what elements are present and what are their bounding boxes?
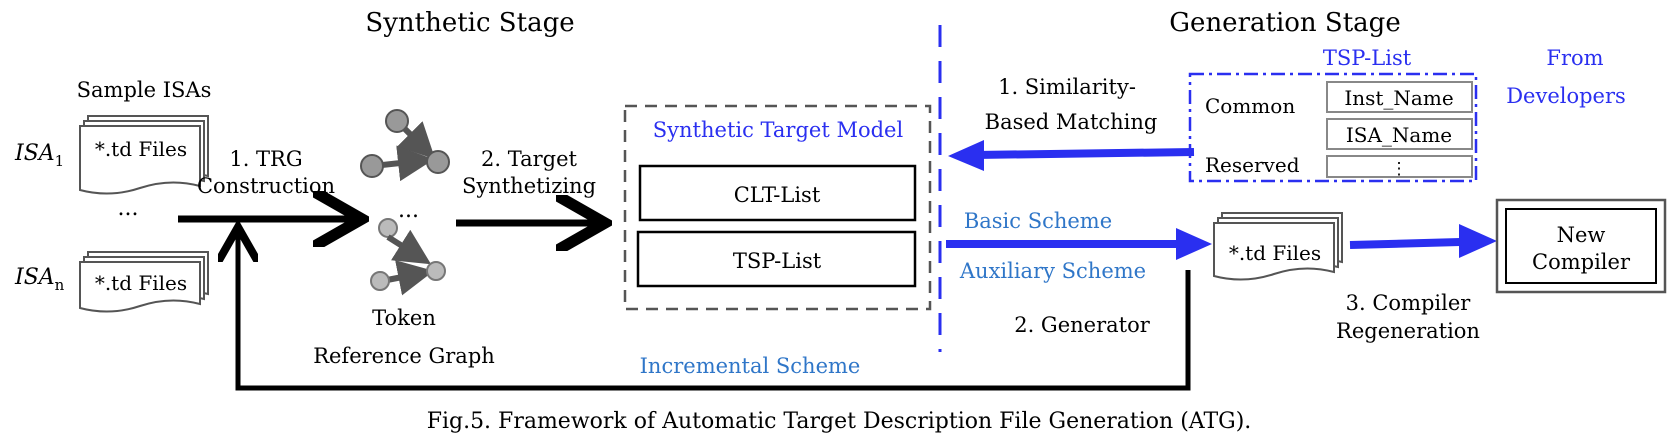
similarity-label-2: Based Matching — [985, 110, 1158, 134]
sample-isas-label: Sample ISAs — [77, 78, 212, 102]
incremental-loop-arrow — [238, 232, 1191, 391]
synthetic-stage-title: Synthetic Stage — [365, 8, 574, 38]
basic-scheme-label: Basic Scheme — [964, 209, 1112, 233]
tsp-list-label: TSP-List — [733, 249, 822, 273]
isa1-label: ISA1 — [14, 141, 64, 170]
incremental-scheme-label: Incremental Scheme — [640, 354, 861, 378]
clt-list-box — [638, 164, 917, 222]
synthetic-target-model-title: Synthetic Target Model — [653, 118, 904, 142]
isan-doc-stack — [79, 251, 209, 313]
new-compiler-inner — [1505, 208, 1657, 284]
isan-td-files: *.td Files — [95, 271, 187, 295]
auxiliary-scheme-label: Auxiliary Scheme — [959, 259, 1146, 283]
reserved-cell — [1326, 155, 1473, 178]
tsp-list-panel — [1188, 72, 1478, 183]
token-graph-label-2: Reference Graph — [313, 344, 495, 368]
token-graph-ellipsis: ... — [398, 198, 419, 223]
tsp-reserved-label: Reserved — [1205, 153, 1300, 177]
token-graph-bottom — [370, 229, 446, 296]
isa-name-cell — [1326, 118, 1473, 150]
regeneration-arrow — [1349, 224, 1497, 258]
trg-step-label-2: Construction — [197, 174, 335, 198]
similarity-label-1: 1. Similarity- — [998, 75, 1136, 99]
figure-caption: Fig.5. Framework of Automatic Target Des… — [427, 409, 1252, 434]
regeneration-label-2: Regeneration — [1336, 319, 1480, 343]
reserved-vdots: ⋮ — [1391, 159, 1408, 179]
generator-arrow — [946, 228, 1212, 260]
token-graph-top — [360, 109, 450, 182]
token-graph-mid-node — [378, 218, 398, 238]
new-compiler-outer — [1495, 198, 1667, 294]
generation-stage-title: Generation Stage — [1169, 8, 1400, 38]
target-step-label-1: 2. Target — [481, 147, 578, 171]
target-step-label-2: Synthetizing — [462, 174, 596, 198]
isa-ellipsis: ... — [118, 196, 139, 221]
generator-label: 2. Generator — [1014, 313, 1151, 337]
inst-name-text: Inst_Name — [1344, 86, 1453, 110]
token-graph-label-1: Token — [372, 306, 436, 330]
isa1-doc-stack — [79, 115, 209, 195]
similarity-arrow — [948, 140, 1195, 171]
output-td-files: *.td Files — [1229, 241, 1321, 265]
synthetic-target-model-box — [623, 104, 932, 311]
from-developers-line2: Developers — [1506, 84, 1626, 108]
isan-label: ISAn — [14, 265, 65, 294]
tsp-common-label: Common — [1205, 94, 1295, 118]
new-compiler-label-1: New — [1557, 223, 1606, 247]
isa-name-text: ISA_Name — [1346, 123, 1452, 147]
tsp-list-box — [636, 230, 917, 288]
inst-name-cell — [1326, 81, 1473, 113]
regeneration-label-1: 3. Compiler — [1346, 291, 1472, 315]
new-compiler-label-2: Compiler — [1532, 250, 1631, 274]
trg-step-label-1: 1. TRG — [229, 147, 302, 171]
from-developers-line1: From — [1546, 46, 1603, 70]
tsp-list-header: TSP-List — [1323, 46, 1412, 70]
clt-list-label: CLT-List — [734, 183, 821, 207]
output-td-doc-stack — [1213, 212, 1343, 281]
isa1-td-files: *.td Files — [95, 137, 187, 161]
